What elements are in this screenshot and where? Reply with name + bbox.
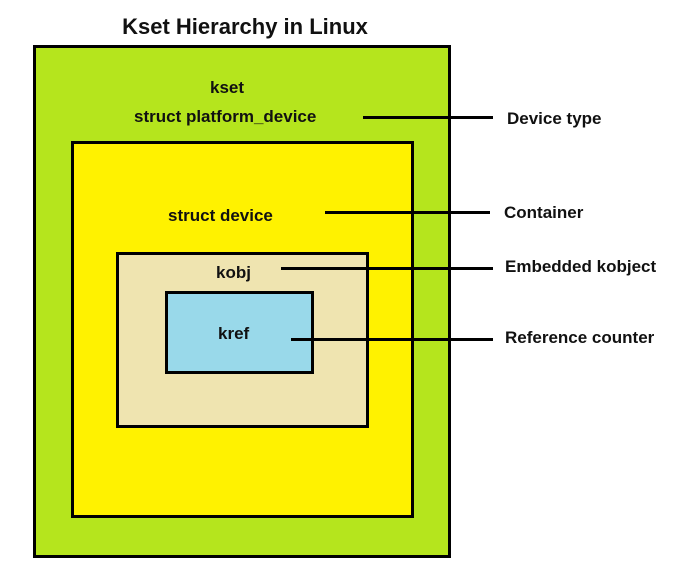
kref-label: kref <box>218 324 250 343</box>
kref-box <box>165 291 314 374</box>
container-annotation: Container <box>504 203 584 222</box>
embedded-kobject-annotation: Embedded kobject <box>505 257 657 276</box>
device-type-annotation: Device type <box>507 109 602 128</box>
kobject-connector <box>281 267 493 270</box>
diagram-title: Kset Hierarchy in Linux <box>122 14 368 39</box>
struct-device-label: struct device <box>168 206 273 225</box>
reference-counter-connector <box>291 338 493 341</box>
container-connector <box>325 211 490 214</box>
kobj-label: kobj <box>216 263 251 282</box>
reference-counter-annotation: Reference counter <box>505 328 655 347</box>
device-type-connector <box>363 116 493 119</box>
platform-device-label: struct platform_device <box>134 107 317 126</box>
kset-label: kset <box>210 78 245 97</box>
